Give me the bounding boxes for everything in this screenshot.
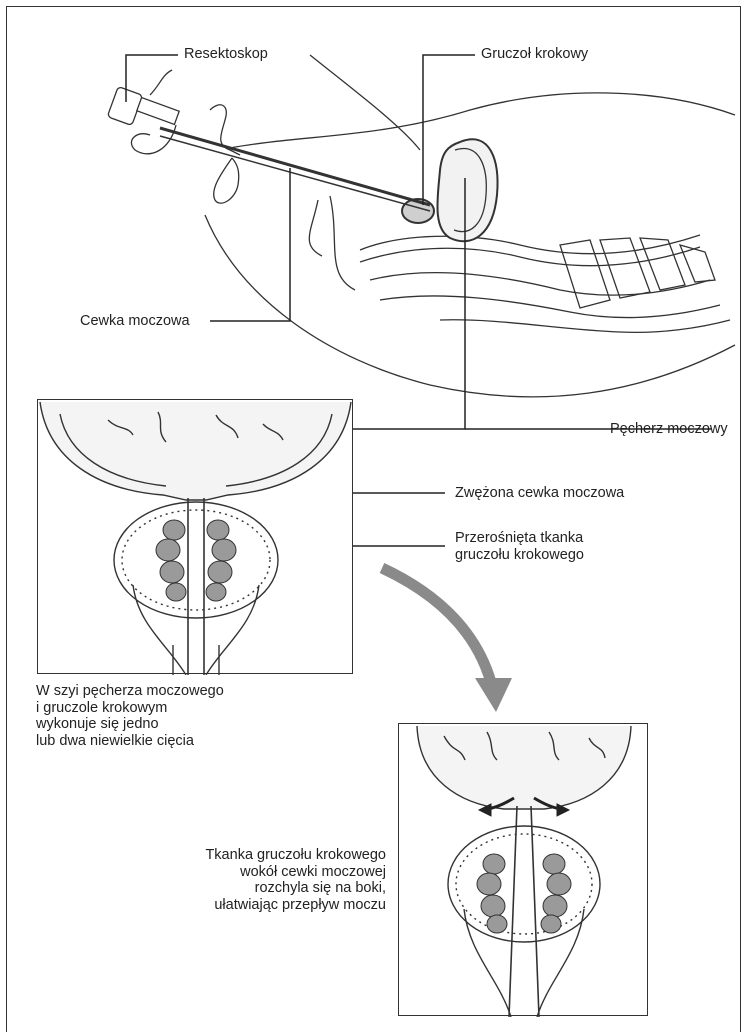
caption-incision-line: W szyi pęcherza moczowego (36, 683, 224, 700)
label-narrowed-urethra: Zwężona cewka moczowa (455, 485, 624, 502)
abdomen-outline (230, 93, 735, 148)
body-outline-lower (205, 215, 735, 397)
caption-incision-line: i gruczole krokowym (36, 700, 224, 717)
label-overgrown-tissue: Przerośnięta tkanka gruczołu krokowego (455, 530, 584, 563)
label-resectoscope: Resektoskop (184, 46, 268, 63)
caption-result-line: wokół cewki moczowej (160, 864, 386, 881)
caption-result-line: Tkanka gruczołu krokowego (160, 847, 386, 864)
caption-incision-line: lub dwa niewielkie cięcia (36, 733, 224, 750)
caption-incision-line: wykonuje się jedno (36, 716, 224, 733)
inset-before-drawing (38, 400, 354, 675)
caption-result-line: rozchyla się na boki, (160, 880, 386, 897)
label-bladder: Pęcherz moczowy (610, 421, 728, 438)
transition-arrow-shaft (382, 568, 493, 690)
label-overgrown-tissue-line2: gruczołu krokowego (455, 547, 584, 564)
inset-before (37, 399, 353, 674)
leader-urethra (210, 168, 290, 321)
inset-after-drawing (399, 724, 649, 1017)
label-overgrown-tissue-line1: Przerośnięta tkanka (455, 530, 584, 547)
caption-result-line: ułatwiając przepływ moczu (160, 897, 386, 914)
caption-incision: W szyi pęcherza moczowego i gruczole kro… (36, 683, 224, 749)
label-prostate: Gruczoł krokowy (481, 46, 588, 63)
caption-result: Tkanka gruczołu krokowego wokół cewki mo… (160, 847, 386, 913)
inset-after (398, 723, 648, 1016)
label-urethra: Cewka moczowa (80, 313, 190, 330)
transition-arrow-head (475, 678, 512, 712)
